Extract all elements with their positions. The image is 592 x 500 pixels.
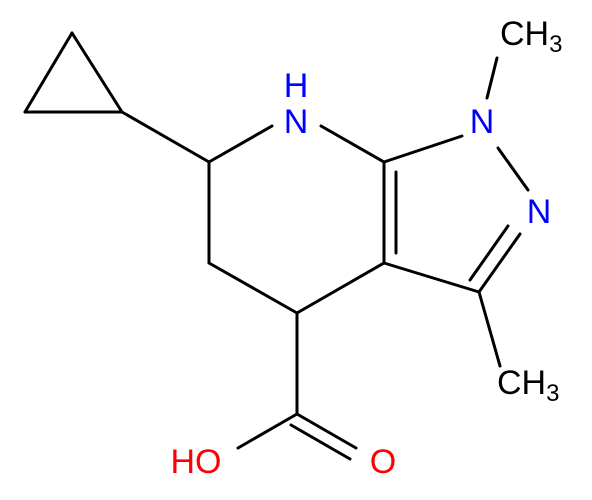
atom-label-n1: N [470,103,495,141]
atom-labels: H N N N CH3 CH3 HO O [171,15,563,481]
bond-n2-c3 [477,232,522,294]
bond-cooh-o [295,412,358,450]
atom-label-methyl-top: CH3 [500,15,562,58]
bond-cooh-oh [236,412,299,450]
atom-label-carbonyl-oxygen: O [370,443,396,481]
atom-label-nh-n: N [284,103,309,141]
bond-n1-n2 [496,146,530,192]
bond-c5-c4 [207,261,299,315]
bond-nh-c7a [319,124,386,164]
atom-label-methyl-bottom: CH3 [497,364,559,407]
bond-cooh-o-double [289,423,352,461]
bonds [23,31,530,461]
bond-c4-c3a [295,261,386,315]
atom-label-nh-h: H [284,67,309,105]
bond-cyclopropyl-top-right [70,31,124,114]
bond-n1-methyl [485,56,499,100]
bond-c3-c3a [382,261,481,294]
bond-c3-methyl [477,290,502,368]
atom-label-n2: N [527,193,552,231]
bond-cyclopropyl-top-left [23,31,74,114]
bond-cyclopropyl-c6 [120,110,211,164]
bond-n2-c3-double [468,224,510,282]
bond-c6-nh [207,124,274,164]
bond-c7a-n1 [382,134,464,164]
atom-label-hydroxyl: HO [171,443,222,481]
